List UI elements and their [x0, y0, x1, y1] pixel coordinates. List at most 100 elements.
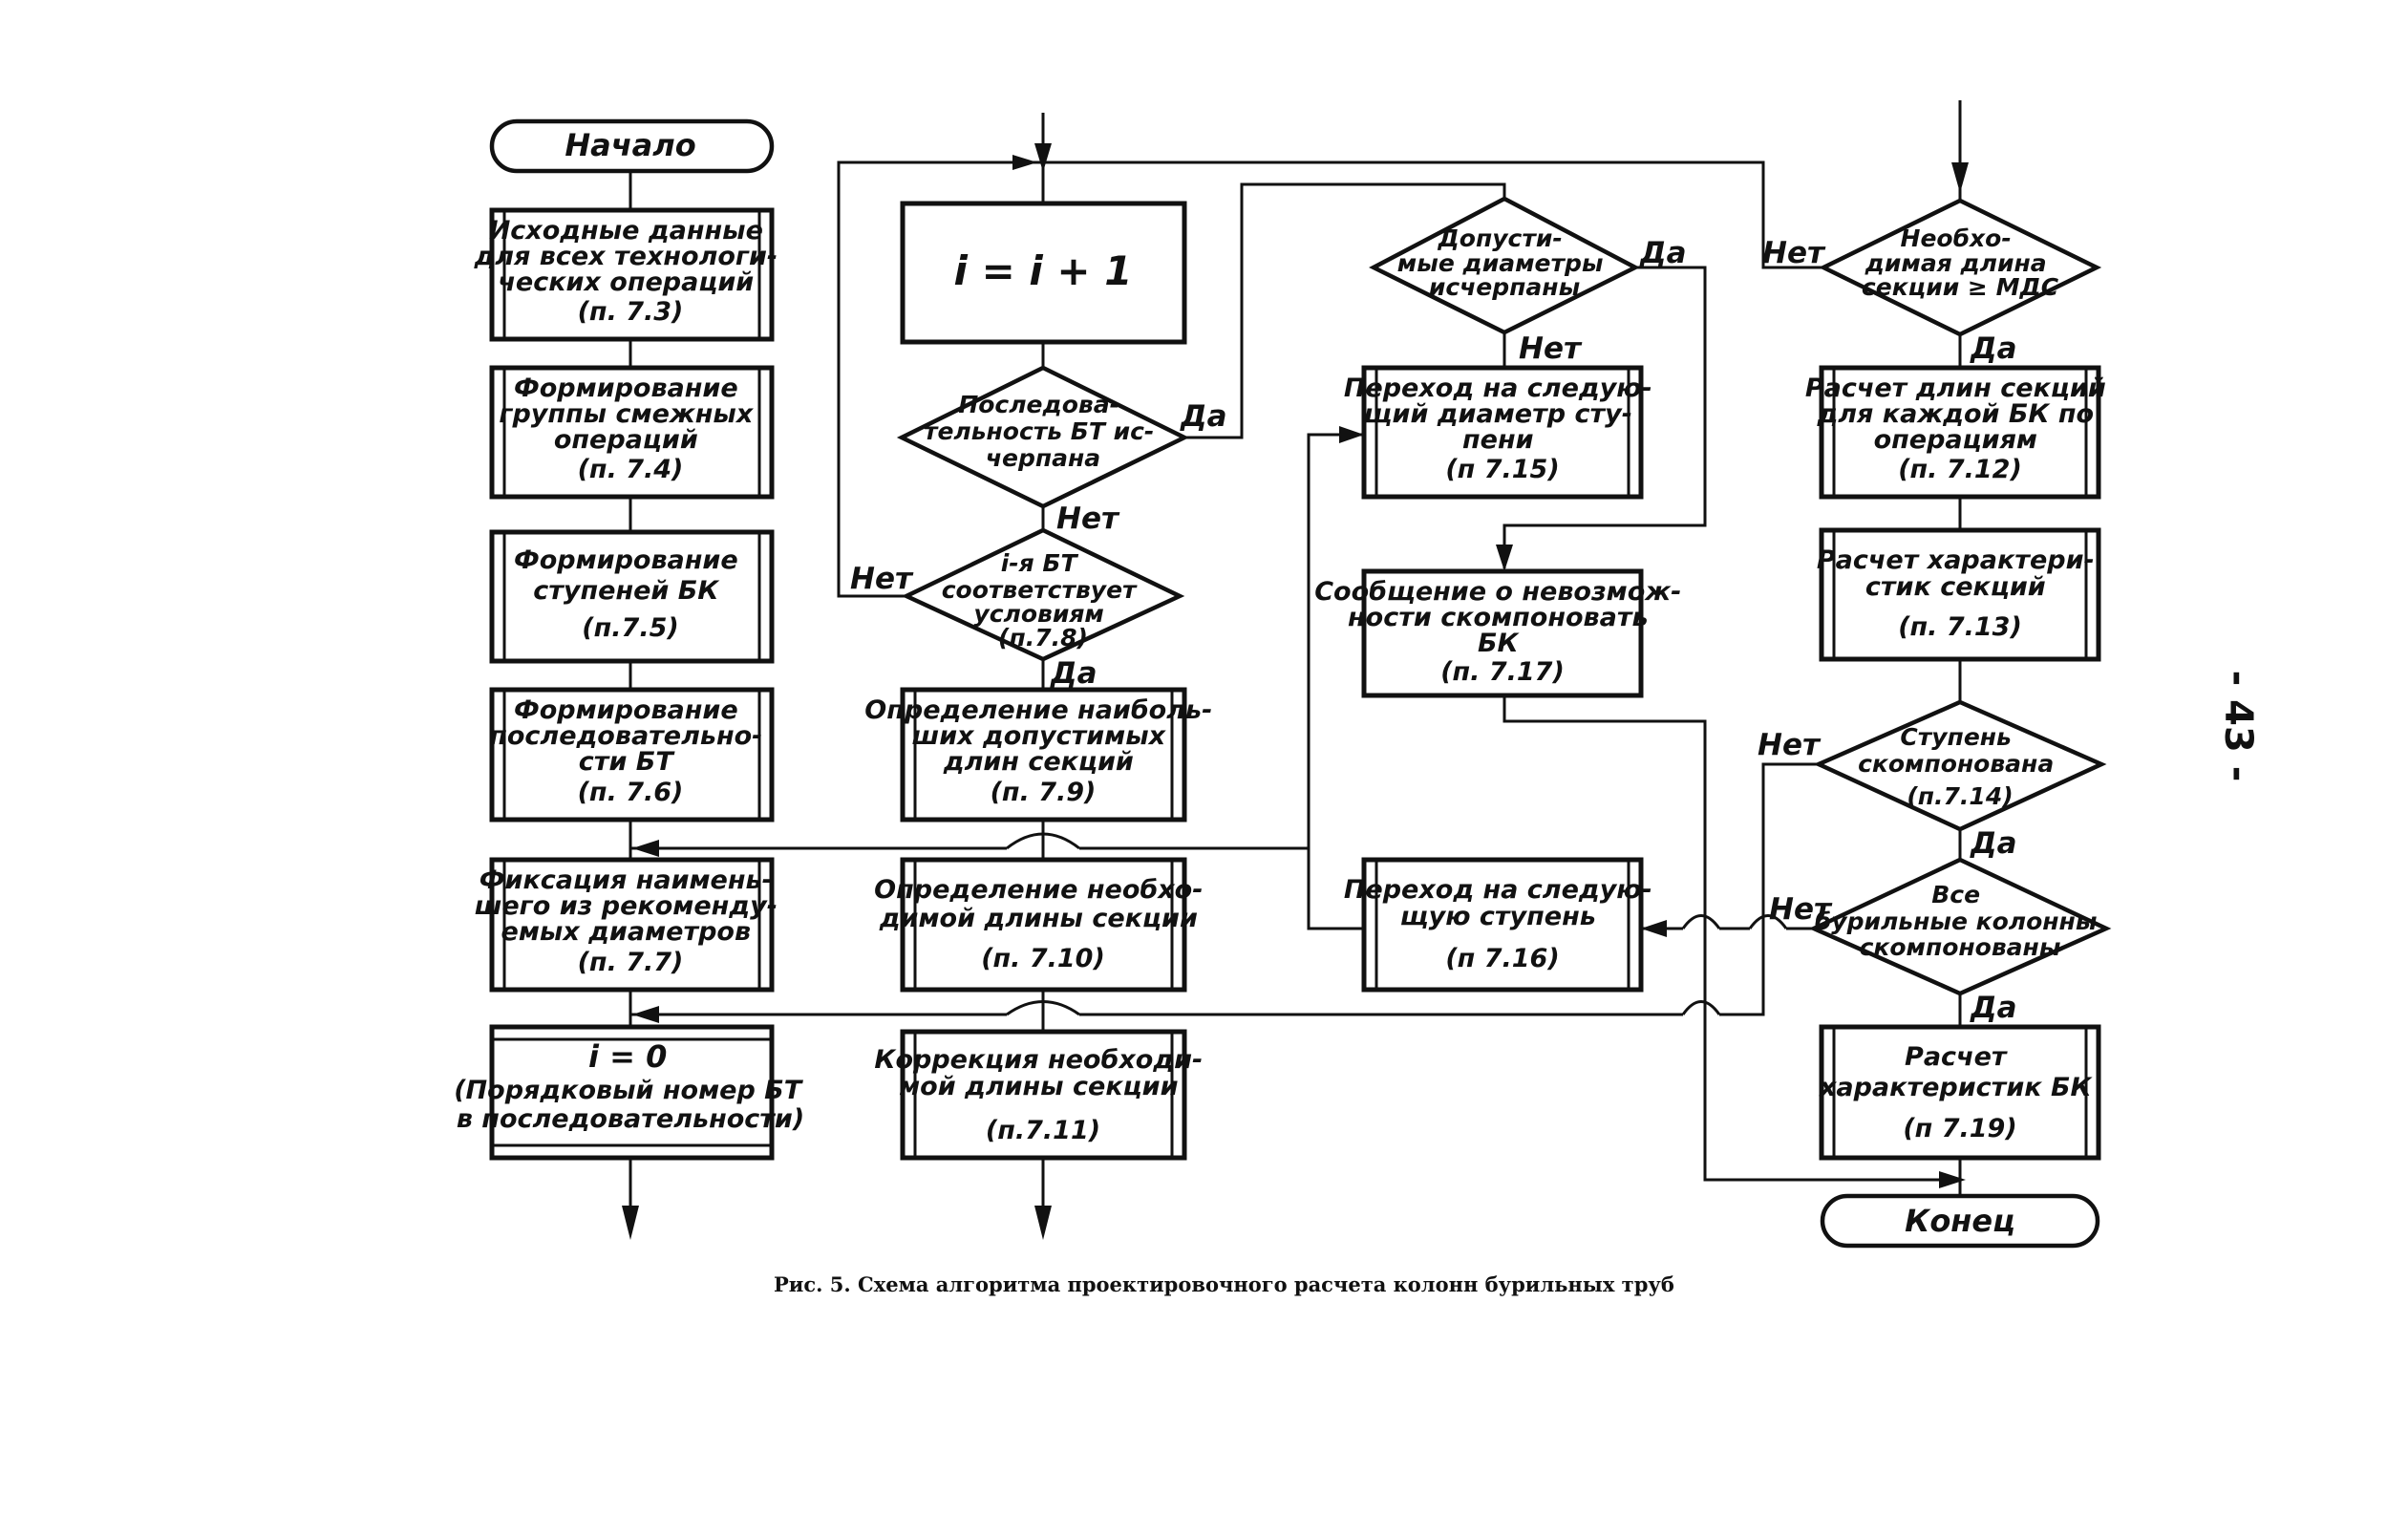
- col1-b2-line2: группы смежных: [499, 399, 754, 429]
- col1-b3-line2: ступеней БК: [533, 576, 720, 606]
- col3-b1-line1: Переход на следую-: [1344, 374, 1652, 403]
- svg-text:Фиксация наимень- шего: Фиксация наимень- шего из рекоменду- емы…: [475, 865, 787, 977]
- col1-box-6: i = 0 (Порядковый номер БТ в последовате…: [454, 1024, 804, 1161]
- col4-b1-line2: для каждой БК по: [1816, 399, 2094, 429]
- col4-diamond-2: Ступень скомпонована (п.7.14): [1813, 699, 2107, 832]
- col3-box-1: Переход на следую- щий диаметр сту- пени…: [1344, 365, 1652, 500]
- h-line-bump-1: [1006, 832, 1080, 850]
- svg-text:Коррекция необходи- мо: Коррекция необходи- мой длины секции (п.…: [874, 1045, 1211, 1145]
- col2-top-arrow: [1034, 143, 1052, 172]
- column-3: Допусти- мые диаметры исчерпаны Да Нет П…: [1314, 196, 1691, 993]
- col3-b3-line1: Переход на следую-: [1344, 875, 1652, 905]
- col1-box-1: Исходные данные для всех технологи- ческ…: [473, 207, 778, 342]
- col4-d1-net: Нет: [1762, 236, 1826, 270]
- col3-b3-arrow: [1641, 920, 1667, 937]
- col2-b4-line2: мой длины секции: [899, 1072, 1178, 1101]
- loop-net-to-top: [837, 160, 1043, 598]
- col2-diamond-1: Последова- тельность БТ ис- черпана: [896, 365, 1190, 509]
- col2-d2-line4: (п.7.8): [998, 624, 1088, 652]
- top-horizontal: [1043, 160, 1826, 269]
- col4-b1-line3: операциям: [1874, 425, 2037, 455]
- svg-text:Формирование группы см: Формирование группы смежных операций (п.…: [499, 374, 761, 484]
- col4-d2-net: Нет: [1758, 728, 1822, 762]
- col1-b1-line2: для всех технологи-: [473, 242, 778, 271]
- col2-d1-line2: тельность БТ ис-: [924, 417, 1154, 445]
- col4-b3-line3: (п 7.19): [1903, 1114, 2016, 1143]
- svg-text:Формирование последова: Формирование последовательно- сти БТ (п.…: [489, 695, 772, 807]
- col1-b5-line4: (п. 7.7): [578, 948, 684, 977]
- col4-d1-line3: секции ≥ МДС: [1862, 273, 2059, 301]
- col1-b5-arrow: [632, 840, 659, 857]
- col3-d1-line1: Допусти-: [1438, 224, 1563, 252]
- svg-text:Необхо- димая длина: Необхо- димая длина секции ≥ МДС: [1862, 224, 2059, 301]
- col2-b3-line2: димой длины секции: [879, 904, 1198, 933]
- col2-b3-line3: (п. 7.10): [981, 944, 1105, 973]
- col4-d3-line2: бурильные колонны: [1815, 908, 2098, 935]
- svg-text:Расчет характеристик Б: Расчет характеристик БК (п 7.19): [1818, 1042, 2100, 1143]
- end-label: Конец: [1905, 1203, 2015, 1239]
- col4-d2-line2: скомпонована: [1858, 750, 2054, 778]
- col4-box-2: Расчет характери- стик секций (п. 7.13): [1817, 527, 2101, 662]
- col2-b4-line3: (п.7.11): [986, 1116, 1100, 1145]
- col2-b2-line2: ших допустимых: [912, 721, 1167, 751]
- end-arrow: [1939, 1171, 1966, 1188]
- col4-d1-da: Да: [1970, 331, 2017, 366]
- col2-d2-net: Нет: [850, 562, 914, 596]
- col3-box-2: Сообщение о невозмож- ности скомпоновать…: [1314, 568, 1691, 698]
- svg-text:Сообщение о невозмож-: Сообщение о невозмож- ности скомпоновать…: [1314, 577, 1691, 687]
- col2-b1-label: i = i + 1: [954, 247, 1133, 294]
- col3-b2-line4: (п. 7.17): [1440, 657, 1565, 687]
- col4-d3-net: Нет: [1769, 892, 1833, 927]
- col2-box-3: Определение необхо- димой длины секции (…: [874, 857, 1212, 993]
- col4-d3-line1: Все: [1931, 881, 1980, 908]
- col2-d1-da: Да: [1180, 399, 1227, 434]
- col1-b4-line2: последовательно-: [489, 721, 762, 751]
- col2-b4-line1: Коррекция необходи-: [874, 1045, 1203, 1075]
- col3-diamond-1: Допусти- мые диаметры исчерпаны: [1369, 196, 1640, 335]
- col2-box-2: Определение наиболь- ших допустимых длин…: [864, 687, 1212, 822]
- col1-b4-line4: (п. 7.6): [578, 778, 684, 807]
- col4-d2-da: Да: [1970, 826, 2017, 861]
- col3-da-line: [1502, 266, 1707, 568]
- col3-b3-line2: щую ступень: [1400, 902, 1596, 931]
- col4-b3-line2: характеристик БК: [1818, 1073, 2094, 1102]
- svg-text:Определение необхо- ди: Определение необхо- димой длины секции (…: [874, 875, 1212, 973]
- col4-b1-line1: Расчет длин секций: [1805, 374, 2106, 403]
- col1-b6-line2: (Порядковый номер БТ: [454, 1076, 804, 1105]
- col1-b6-line3: в последовательности): [457, 1104, 804, 1134]
- connectors: [622, 100, 1969, 1240]
- col3-b2-line1: Сообщение о невозмож-: [1314, 577, 1681, 607]
- col3-b1-line3: пени: [1462, 425, 1534, 455]
- col1-b2-line1: Формирование: [514, 374, 738, 403]
- col2-b2-line1: Определение наиболь-: [864, 695, 1212, 725]
- col3-d1-line3: исчерпаны: [1429, 273, 1580, 301]
- col1-b2-line3: операций: [554, 425, 698, 455]
- col1-b4-line3: сти БТ: [579, 747, 676, 777]
- column-1: Начало Исходные данные для всех технолог…: [454, 118, 804, 1161]
- col1-box-5: Фиксация наимень- шего из рекоменду- емы…: [475, 857, 787, 993]
- col2-box-4: Коррекция необходи- мой длины секции (п.…: [874, 1029, 1211, 1161]
- svg-text:Переход на следую- щую: Переход на следую- щую ступень (п 7.16): [1344, 875, 1661, 973]
- col3-loop-arrow: [1339, 426, 1364, 443]
- col4-d2-net-line: [630, 762, 1826, 1016]
- svg-text:Последова- тельность Б: Последова- тельность БТ ис- черпана: [924, 391, 1162, 472]
- column-2: i = i + 1 Последова- тельность БТ ис- че…: [850, 201, 1227, 1161]
- col1-b2-line4: (п. 7.4): [578, 455, 684, 484]
- col4-top-arrow: [1951, 162, 1969, 193]
- figure-caption: Рис. 5. Схема алгоритма проектировочного…: [774, 1272, 1674, 1296]
- col1-box-4: Формирование последовательно- сти БТ (п.…: [489, 687, 775, 822]
- col4-box-3: Расчет характеристик БК (п 7.19): [1818, 1024, 2101, 1161]
- col3-left-loop: [1307, 433, 1364, 930]
- col1-b5-line2: шего из рекоменду-: [475, 891, 778, 921]
- col4-d1-line2: димая длина: [1865, 249, 2047, 277]
- col4-b3-line1: Расчет: [1905, 1042, 2008, 1072]
- col1-b5-line3: емых диаметров: [501, 917, 752, 947]
- col1-b3-line1: Формирование: [514, 545, 738, 575]
- col1-b6-line1: i = 0: [588, 1038, 667, 1075]
- col1-b1-line4: (п. 7.3): [578, 297, 684, 327]
- svg-text:Все бурильные колонны: Все бурильные колонны скомпонованы: [1815, 881, 2105, 961]
- col3-b1-line4: (п 7.15): [1445, 455, 1559, 484]
- col3-b2-line2: ности скомпоновать: [1348, 603, 1649, 632]
- svg-text:Ступень скомпонована: Ступень скомпонована (п.7.14): [1858, 723, 2062, 810]
